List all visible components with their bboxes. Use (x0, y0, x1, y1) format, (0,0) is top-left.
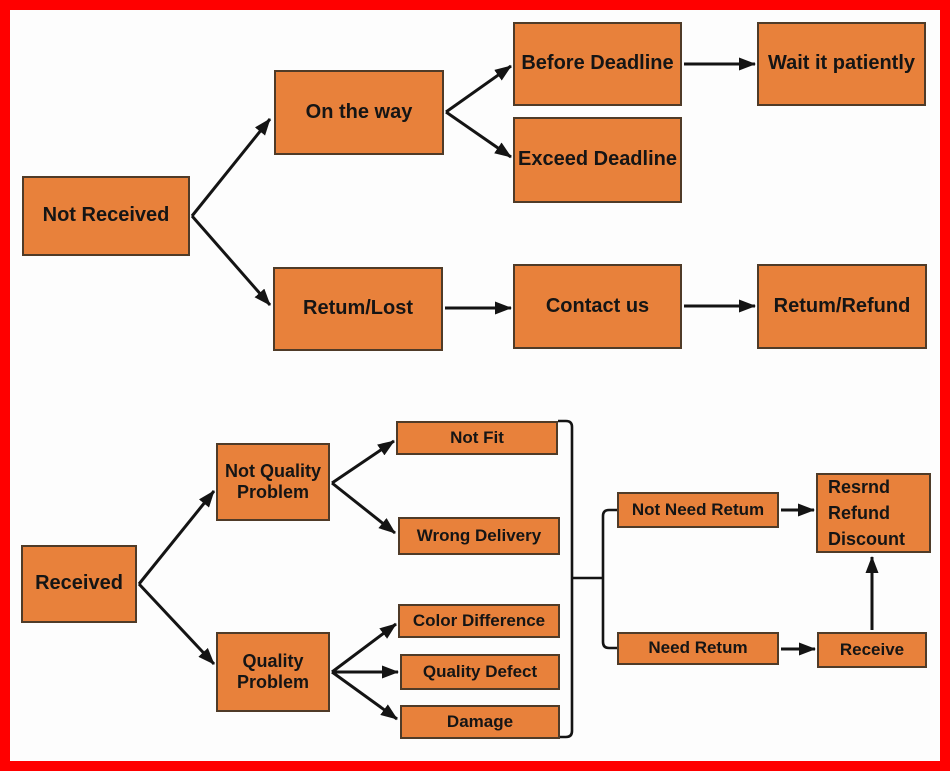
node-label: Contact us (545, 294, 650, 317)
node-label: Color Difference (412, 610, 546, 630)
node-wrong-delivery: Wrong Delivery (398, 517, 560, 555)
node-exceed-deadline: Exceed Deadline (513, 117, 682, 203)
node-label: Not Fit (450, 427, 504, 447)
node-on-the-way: On the way (274, 70, 444, 155)
node-label: Quality Problem (236, 650, 310, 692)
node-contact-us: Contact us (513, 264, 682, 349)
node-resrnd-refund-discount: Resrnd Refund Discount (816, 473, 931, 553)
node-before-deadline: Before Deadline (513, 22, 682, 106)
node-label: Received (35, 572, 123, 595)
node-not-fit: Not Fit (396, 421, 558, 455)
node-damage: Damage (400, 705, 560, 739)
node-retum-lost: Retum/Lost (273, 267, 443, 351)
node-label: Receive (839, 639, 905, 659)
node-label: Exceed Deadline (518, 148, 677, 171)
node-label: Wait it patiently (767, 52, 916, 75)
node-wait-it-patiently: Wait it patiently (757, 22, 926, 106)
node-label: Before Deadline (521, 52, 674, 75)
node-label: Wrong Delivery (416, 525, 542, 545)
node-label: Not Quality Problem (224, 460, 321, 502)
node-label: Retum/Refund (773, 294, 911, 317)
node-label: Not Received (42, 204, 170, 227)
flowchart-background (10, 10, 940, 761)
node-retum-refund: Retum/Refund (757, 264, 927, 349)
node-not-need-retum: Not Need Retum (617, 492, 779, 528)
node-not-quality-problem: Not Quality Problem (216, 443, 330, 521)
node-not-received: Not Received (22, 176, 190, 256)
node-label: Retum/Lost (303, 297, 413, 320)
node-label: Damage (446, 711, 514, 731)
node-quality-problem: Quality Problem (216, 632, 330, 712)
node-color-difference: Color Difference (398, 604, 560, 638)
node-quality-defect: Quality Defect (400, 654, 560, 690)
node-received: Received (21, 545, 137, 623)
node-label: Resrnd Refund Discount (828, 476, 906, 550)
node-label: Need Retum (648, 638, 748, 658)
node-label: On the way (305, 100, 413, 123)
node-label: Quality Defect (422, 661, 538, 681)
node-label: Not Need Retum (631, 499, 765, 519)
node-need-retum: Need Retum (617, 632, 779, 665)
node-receive: Receive (817, 632, 927, 668)
